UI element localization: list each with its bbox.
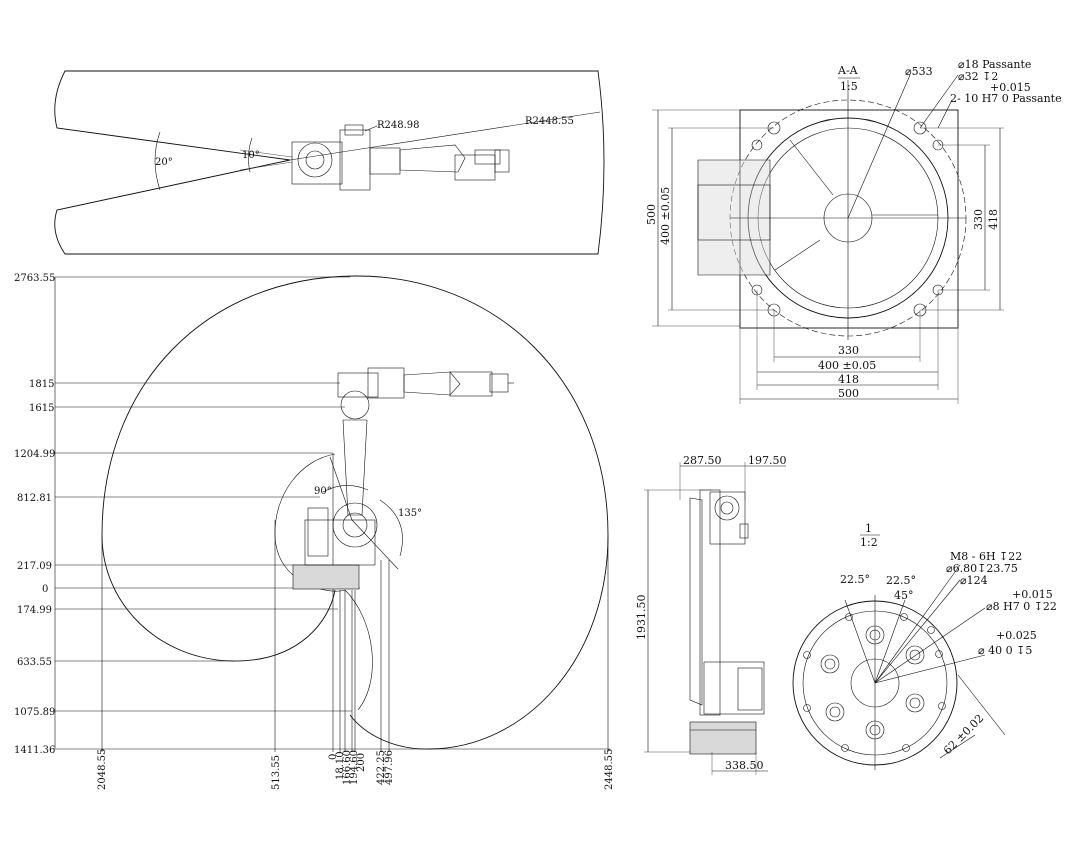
side-y-label-7: 174.99: [17, 605, 52, 616]
side-angle-135: 135°: [398, 508, 422, 519]
flange-d680: ⌀6.80↧23.75: [946, 562, 1018, 575]
flange-scale: 1:2: [860, 536, 878, 549]
section-title: A-A: [837, 64, 859, 77]
side-y-label-5: 217.09: [17, 561, 52, 572]
profile-dim-19750: 197.50: [748, 454, 787, 467]
section-dim-400-v: 400 ±0.05: [659, 187, 672, 245]
section-cbore: ⌀32 ↧2: [958, 70, 998, 83]
section-dim-418-b: 418: [838, 373, 859, 386]
side-angle-90: 90°: [314, 486, 332, 497]
flange-angle-45: 45°: [894, 589, 914, 602]
side-x-label-0: 2048.55: [97, 749, 108, 790]
flange-tol-015: +0.015: [1012, 588, 1053, 601]
section-dim-400-b: 400 ±0.05: [818, 359, 876, 372]
side-view: 2763.55 1815 1615 1204.99 812.81 217.09 …: [14, 273, 615, 790]
top-angle-20: 20°: [155, 157, 173, 168]
side-y-label-6: 0: [42, 584, 48, 595]
section-hole-10: 2- 10 H7 0 Passante: [950, 92, 1062, 105]
section-view: A-A 1:5 ⌀533 ⌀18 Passante ⌀32 ↧2 +0.015 …: [645, 58, 1062, 404]
flange-view: 1 1:2 M8 - 6H ↧22 ⌀6.80↧23.75 ⌀124 22.5°…: [792, 522, 1057, 770]
side-x-label-2: 0: [328, 754, 339, 760]
profile-view: 287.50 197.50 1931.50 338.50: [635, 454, 787, 775]
side-x-label-5: 194.60: [349, 750, 360, 785]
flange-d62: 62 ±0.02: [941, 712, 986, 757]
flange-angle-225-left: 22.5°: [840, 573, 870, 586]
section-dim-500-v: 500: [645, 204, 658, 225]
flange-m8: M8 - 6H ↧22: [950, 550, 1022, 563]
section-dim-418-r: 418: [987, 209, 1000, 230]
top-radius-inner: R248.98: [377, 120, 420, 131]
profile-dim-33850: 338.50: [725, 759, 764, 772]
side-x-label-3: 18.10: [335, 751, 346, 780]
section-dim-500-b: 500: [838, 387, 859, 400]
side-x-label-8: 497.96: [384, 750, 395, 785]
profile-dim-193150: 1931.50: [635, 595, 648, 641]
side-y-label-2: 1615: [29, 403, 54, 414]
side-y-label-3: 1204.99: [14, 449, 55, 460]
side-x-label-1: 513.55: [271, 755, 282, 790]
flange-d8: ⌀8 H7 0 ↧22: [986, 600, 1057, 613]
section-dim-330-r: 330: [972, 209, 985, 230]
section-tol: +0.015: [990, 81, 1031, 94]
flange-d40: ⌀ 40 0 ↧5: [978, 644, 1032, 657]
side-y-label-1: 1815: [29, 379, 54, 390]
side-y-label-9: 1075.89: [14, 707, 55, 718]
side-y-label-0: 2763.55: [14, 273, 55, 284]
side-y-label-4: 812.81: [17, 493, 52, 504]
side-x-label-9: 2448.55: [604, 749, 615, 790]
flange-tol-025: +0.025: [996, 629, 1037, 642]
side-x-label-6: 200: [356, 753, 367, 772]
flange-angle-225-right: 22.5°: [886, 574, 916, 587]
flange-d124: ⌀124: [960, 574, 988, 587]
side-x-label-4: 166.60: [342, 750, 353, 785]
section-dia-533: ⌀533: [905, 65, 933, 78]
section-hole-18: ⌀18 Passante: [958, 58, 1031, 71]
side-y-label-10: 1411.36: [14, 745, 55, 756]
top-angle-10: 10°: [242, 150, 260, 161]
side-x-label-7: 422.25: [376, 750, 387, 785]
top-view: 20° 10° R248.98 R2448.55: [54, 70, 605, 255]
side-y-label-8: 633.55: [17, 657, 52, 668]
flange-title: 1: [865, 522, 872, 535]
section-scale: 1:5: [840, 80, 858, 93]
profile-dim-28750: 287.50: [683, 454, 722, 467]
top-radius-outer: R2448.55: [525, 116, 574, 127]
section-dim-330-b: 330: [838, 344, 859, 357]
